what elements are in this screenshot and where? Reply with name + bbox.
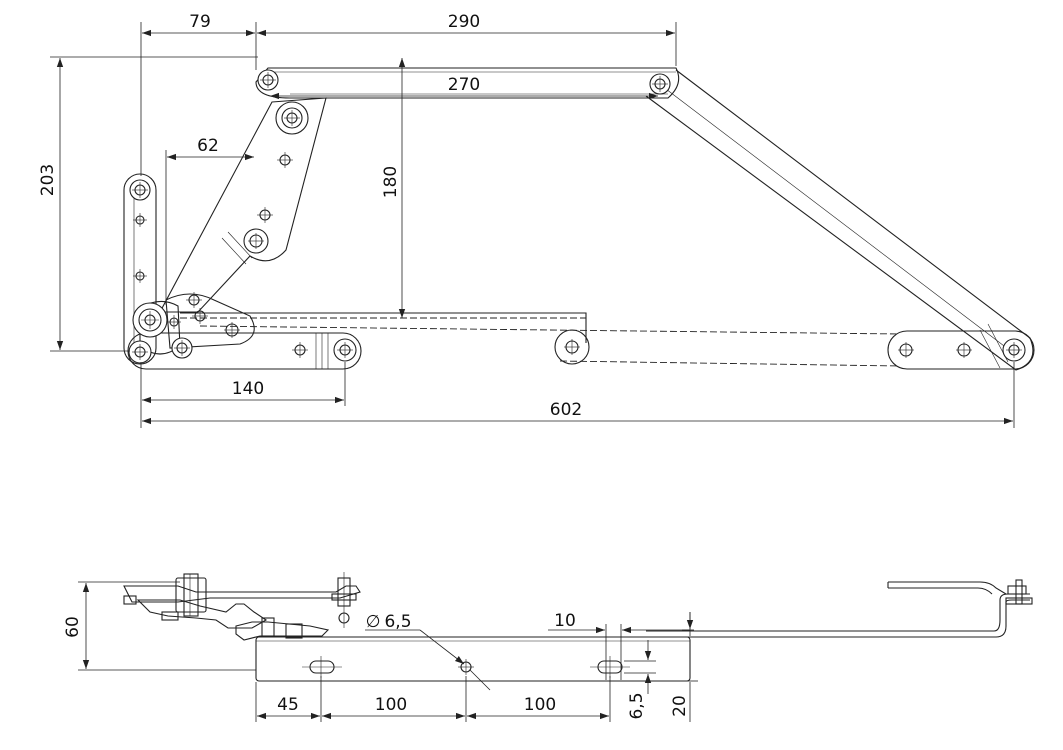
hole — [224, 322, 240, 338]
dimension-label-20: 20 — [670, 695, 690, 717]
dimension-6-5: 6,5 — [624, 640, 656, 720]
dimension-290: 290 — [257, 12, 677, 66]
dimension-label-hole: 6,5 — [384, 612, 411, 632]
dimension-label-270: 270 — [448, 75, 480, 95]
dimension-label-100-right: 100 — [524, 695, 556, 715]
hole — [333, 338, 357, 362]
dimension-45: 45 — [255, 676, 322, 722]
middle-link — [159, 97, 327, 313]
slots — [302, 656, 630, 678]
pivot-holes — [128, 69, 1026, 364]
top-view: 79 290 270 62 203 180 — [38, 12, 1035, 428]
right-foot-plate — [887, 330, 1035, 370]
dimension-60: 60 — [63, 581, 256, 671]
dimension-label-6-5: 6,5 — [627, 692, 647, 719]
dimension-62: 62 — [165, 136, 254, 305]
dimension-79: 79 — [140, 12, 257, 176]
dimension-label-79: 79 — [189, 12, 211, 32]
hole — [186, 292, 202, 308]
dimension-label-62: 62 — [197, 136, 219, 156]
hole — [171, 337, 193, 359]
diameter-symbol: ∅ — [366, 612, 381, 632]
side-mechanism — [123, 572, 361, 641]
dimension-label-60: 60 — [63, 616, 83, 638]
dimension-label-100-left: 100 — [375, 695, 407, 715]
hole — [257, 207, 273, 223]
hole — [167, 315, 181, 329]
hole — [275, 101, 309, 135]
hole — [277, 152, 293, 168]
base-plate — [127, 329, 590, 370]
diagonal-arm — [645, 69, 1034, 371]
dimension-100-right: 100 — [467, 676, 611, 722]
dimension-label-180: 180 — [381, 166, 401, 198]
dimension-180: 180 — [381, 58, 406, 318]
dimension-label-140: 140 — [232, 379, 264, 399]
dimension-label-290: 290 — [448, 12, 480, 32]
hole — [649, 73, 671, 95]
side-view: 60 ∅ 6,5 10 45 100 — [63, 572, 1033, 722]
dimension-label-203: 203 — [38, 164, 58, 196]
dimension-label-10: 10 — [554, 611, 576, 631]
hole — [128, 340, 152, 364]
hole — [1002, 338, 1026, 362]
dimension-602: 602 — [142, 362, 1015, 428]
hole — [133, 213, 147, 227]
dimension-label-45: 45 — [277, 695, 299, 715]
hole — [956, 342, 972, 358]
dimension-270: 270 — [270, 75, 658, 100]
hole — [292, 342, 308, 358]
dimension-140: 140 — [140, 362, 346, 428]
dimension-hole-diameter: ∅ 6,5 — [365, 612, 491, 691]
hole — [564, 339, 580, 355]
hole — [257, 69, 279, 91]
hole — [898, 342, 914, 358]
hole — [192, 308, 208, 324]
dimension-10: 10 — [548, 611, 690, 680]
hole — [132, 302, 168, 338]
dimension-20: 20 — [670, 612, 698, 722]
hole — [243, 228, 269, 254]
hole — [133, 269, 147, 283]
mounting-plate — [255, 636, 691, 682]
side-arm — [646, 579, 1033, 638]
hole — [129, 179, 151, 201]
dimension-100-left: 100 — [322, 676, 467, 722]
dimension-203: 203 — [38, 56, 258, 352]
lower-bar — [180, 312, 901, 367]
dimension-label-602: 602 — [550, 400, 582, 420]
